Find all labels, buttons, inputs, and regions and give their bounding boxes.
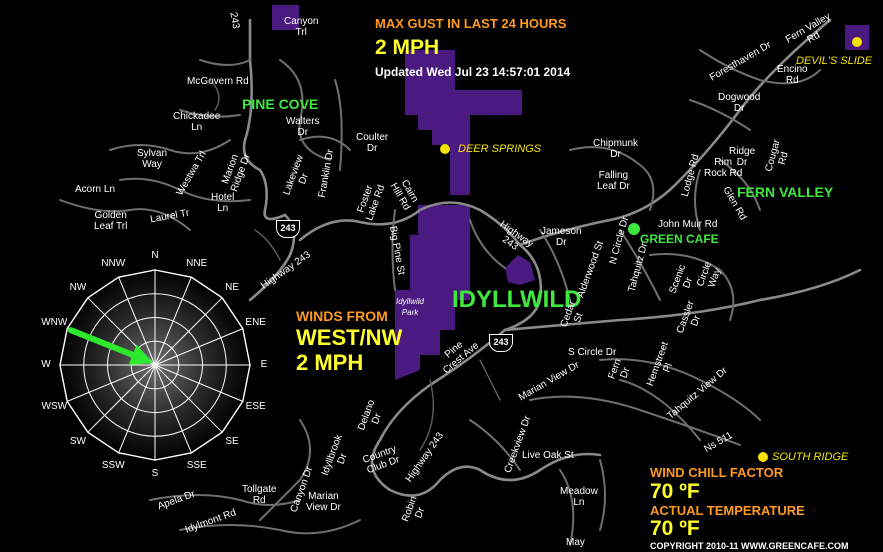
highway-shield-243-south: 243 xyxy=(489,334,513,352)
street-label: Live Oak St xyxy=(522,450,574,461)
copyright-footer: COPYRIGHT 2010-11 WWW.GREENCAFE.COM xyxy=(650,541,849,551)
compass-label-n: N xyxy=(151,250,159,261)
street-label: Hotel Ln xyxy=(211,192,235,214)
place-fern-valley: FERN VALLEY xyxy=(737,184,834,200)
forest-area-canyon xyxy=(272,5,299,30)
street-label: Falling Leaf Dr xyxy=(597,170,630,192)
forest-area-idyllwild-park xyxy=(395,205,470,380)
road-network xyxy=(59,18,862,546)
street-label: S Circle Dr xyxy=(568,347,617,358)
compass-label-sse: SSE xyxy=(186,459,207,471)
compass-label-sw: SW xyxy=(69,436,86,448)
actual-temp-label: ACTUAL TEMPERATURE xyxy=(650,503,805,518)
max-gust-value: 2 MPH xyxy=(375,36,440,59)
wind-direction-value: WEST/NW xyxy=(296,325,403,350)
street-label: Walters Dr xyxy=(286,116,320,138)
street-label: Meadow Ln xyxy=(560,486,598,508)
green-cafe-label: GREEN CAFE xyxy=(640,232,719,246)
forest-area-deer-springs xyxy=(405,50,522,195)
deer-springs-marker xyxy=(440,144,450,154)
street-label: Tollgate Rd xyxy=(242,484,277,506)
highway-shield-243-west: 243 xyxy=(276,220,300,238)
wind-direction-arrow-icon xyxy=(67,327,153,366)
street-label: Chipmunk Dr xyxy=(593,138,639,160)
compass-label-ese: ESE xyxy=(245,400,266,412)
compass-label-ene: ENE xyxy=(245,317,266,329)
wind-chill-label: WIND CHILL FACTOR xyxy=(650,465,784,480)
max-gust-title: MAX GUST IN LAST 24 HOURS xyxy=(375,16,567,31)
street-label: Dogwood Dr xyxy=(718,92,761,114)
wind-speed-value: 2 MPH xyxy=(296,350,364,375)
street-label: Marian View Dr xyxy=(306,491,341,513)
compass-label-se: SE xyxy=(225,436,239,448)
compass-label-ne: NE xyxy=(225,281,240,293)
compass-label-wsw: WSW xyxy=(41,400,68,412)
street-label: Ridge Dr xyxy=(729,146,756,168)
street-label: Encino Rd xyxy=(777,64,808,86)
devils-slide-marker xyxy=(852,37,862,47)
devils-slide-label: DEVIL'S SLIDE xyxy=(796,55,873,67)
actual-temp-value: 70 ºF xyxy=(650,517,700,540)
street-label: Golden Leaf Trl xyxy=(94,210,128,232)
idyllwild-park-label: Idyllwild Park xyxy=(396,297,425,317)
green-cafe-marker xyxy=(628,223,640,235)
compass-rose xyxy=(59,269,251,461)
wind-compass xyxy=(59,269,251,461)
compass-label-wnw: WNW xyxy=(41,317,68,329)
south-ridge-label: SOUTH RIDGE xyxy=(772,451,849,463)
place-pine-cove: PINE COVE xyxy=(242,96,319,112)
compass-label-nw: NW xyxy=(69,281,87,293)
place-idyllwild: IDYLLWILD xyxy=(452,286,582,313)
street-label: Jameson Dr xyxy=(541,226,582,248)
south-ridge-marker xyxy=(758,452,768,462)
compass-label-ssw: SSW xyxy=(101,459,125,471)
wind-chill-value: 70 ºF xyxy=(650,480,700,503)
forest-area-downtown xyxy=(505,255,535,285)
updated-timestamp: Updated Wed Jul 23 14:57:01 2014 xyxy=(375,65,571,79)
street-label: Coulter Dr xyxy=(356,132,389,154)
compass-label-e: E xyxy=(260,359,268,370)
street-label: Rim Rock Rd xyxy=(704,157,743,179)
winds-from-label: WINDS FROM xyxy=(296,308,388,324)
compass-label-nnw: NNW xyxy=(101,258,126,270)
compass-label-nne: NNE xyxy=(186,258,208,270)
street-label: McGovern Rd xyxy=(187,76,249,87)
street-label: John Muir Rd xyxy=(658,219,718,230)
street-label: May xyxy=(566,537,585,548)
compass-label-s: S xyxy=(151,468,159,479)
street-label: Canyon Trl xyxy=(284,16,319,38)
compass-label-w: W xyxy=(41,359,51,370)
street-label: Chickadee Ln xyxy=(173,111,221,133)
street-label: Acorn Ln xyxy=(75,184,116,195)
deer-springs-label: DEER SPRINGS xyxy=(458,143,542,155)
street-label: Sylvan Way xyxy=(137,148,168,170)
